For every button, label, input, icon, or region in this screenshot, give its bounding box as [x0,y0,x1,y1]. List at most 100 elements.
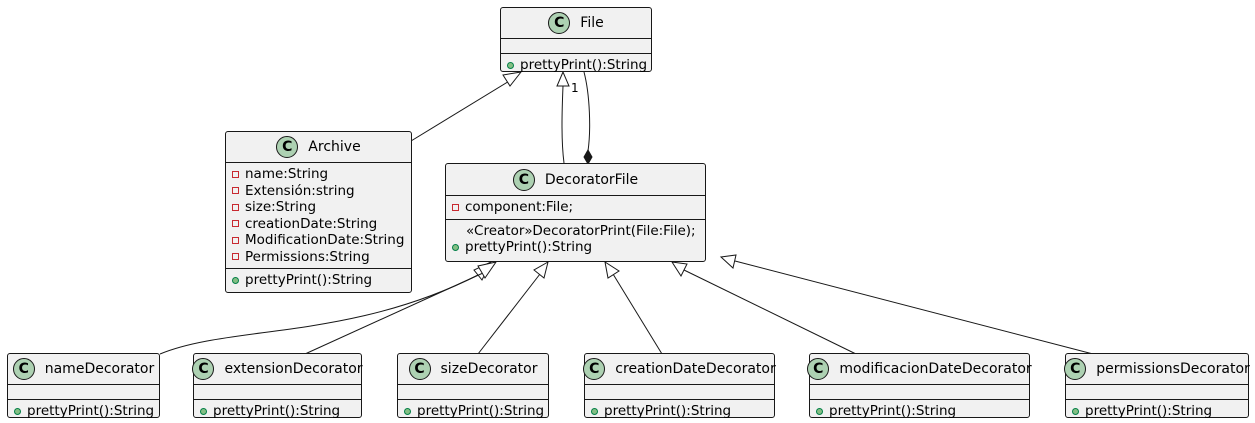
fields-section [8,385,159,400]
inheritance-arrowhead [670,261,688,278]
method-row[interactable]: prettyPrint():String [226,272,411,289]
methods-section: prettyPrint():String [8,400,159,423]
public-visibility-icon [816,407,823,415]
inheritance-arrowhead [719,254,737,269]
private-visibility-icon [232,170,239,178]
field-row[interactable]: name:String [226,166,411,183]
inheritance-arrowhead [477,261,498,279]
method-text: prettyPrint():String [213,403,341,420]
method-row[interactable]: prettyPrint():String [398,403,548,420]
class-name: permissionsDecorator [1096,361,1250,377]
method-text: prettyPrint():String [465,239,593,256]
method-row[interactable]: prettyPrint():String [810,403,1029,420]
empty-fields-section [501,42,651,50]
method-text: prettyPrint():String [829,403,957,420]
fields-section [194,385,361,400]
inheritance-arrowhead [502,71,523,87]
methods-section: prettyPrint():String [398,400,548,423]
class-file[interactable]: C File prettyPrint():String [500,7,652,73]
method-text: prettyPrint():String [27,403,155,420]
class-name: sizeDecorator [440,361,538,377]
field-row[interactable]: ModificationDate:String [226,232,411,249]
class-name: Archive [308,139,361,155]
class-icon: C [583,358,606,380]
method-row[interactable]: prettyPrint():String [585,403,774,420]
public-visibility-icon [1072,407,1079,415]
class-name: DecoratorFile [544,171,639,188]
methods-section: «Creator»DecoratorPrint(File:File);prett… [446,220,705,259]
private-visibility-icon [452,203,459,211]
empty-fields-section [194,388,361,396]
public-visibility-icon [452,243,459,251]
class-name: File [580,15,604,31]
fields-section [810,385,1029,400]
class-name: extensionDecorator [224,361,363,377]
methods-section: prettyPrint():String [810,400,1029,423]
private-visibility-icon [232,236,239,244]
name-decorator-inheritance-line [159,274,479,355]
method-text: prettyPrint():String [245,272,373,289]
empty-fields-section [585,388,774,396]
class-name: creationDateDecorator [615,361,776,377]
method-row[interactable]: prettyPrint():String [8,403,159,420]
field-text: size:String [245,199,317,216]
class-icon: C [512,168,535,191]
public-visibility-icon [591,407,598,415]
public-visibility-icon [507,61,514,69]
field-row[interactable]: size:String [226,199,411,216]
field-text: name:String [245,166,329,183]
method-row[interactable]: prettyPrint():String [194,403,361,420]
class-icon: C [276,136,299,158]
decorator-to-file-inheritance-line [561,85,565,164]
field-text: creationDate:String [245,215,378,232]
size-decorator-inheritance-line [477,273,541,355]
modificacion-decorator-inheritance-line [683,269,857,355]
field-text: ModificationDate:String [245,232,405,249]
field-row[interactable]: creationDate:String [226,216,411,233]
class-icon: C [548,12,571,34]
empty-fields-section [810,388,1029,396]
public-visibility-icon [14,407,21,415]
fields-section [585,385,774,400]
field-text: component:File; [465,199,574,216]
method-row[interactable]: prettyPrint():String [501,57,651,74]
creation-decorator-inheritance-line [612,273,663,355]
method-row[interactable]: prettyPrint():String [1066,403,1248,420]
methods-section: prettyPrint():String [501,54,651,77]
methods-section: prettyPrint():String [194,400,361,423]
fields-section [501,39,651,54]
method-row[interactable]: prettyPrint():String [446,239,705,256]
field-row[interactable]: Permissions:String [226,249,411,266]
class-decorator-file[interactable]: C DecoratorFile component:File; «Creator»De… [445,163,706,262]
method-text: prettyPrint():String [520,57,648,74]
archive-to-file-inheritance-line [410,79,512,142]
class-icon: C [408,358,431,380]
class-icon: C [192,358,215,380]
public-visibility-icon [232,276,239,284]
field-row[interactable]: component:File; [446,199,705,216]
inheritance-arrowhead [556,70,570,87]
field-row[interactable]: Extensión:string [226,183,411,200]
method-text: prettyPrint():String [1085,403,1213,420]
class-name: modificacionDateDecorator [839,361,1032,377]
empty-fields-section [398,388,548,396]
method-row[interactable]: «Creator»DecoratorPrint(File:File); [446,223,705,240]
class-header: C Archive [226,132,411,163]
private-visibility-icon [232,253,239,261]
public-visibility-icon [404,407,411,415]
